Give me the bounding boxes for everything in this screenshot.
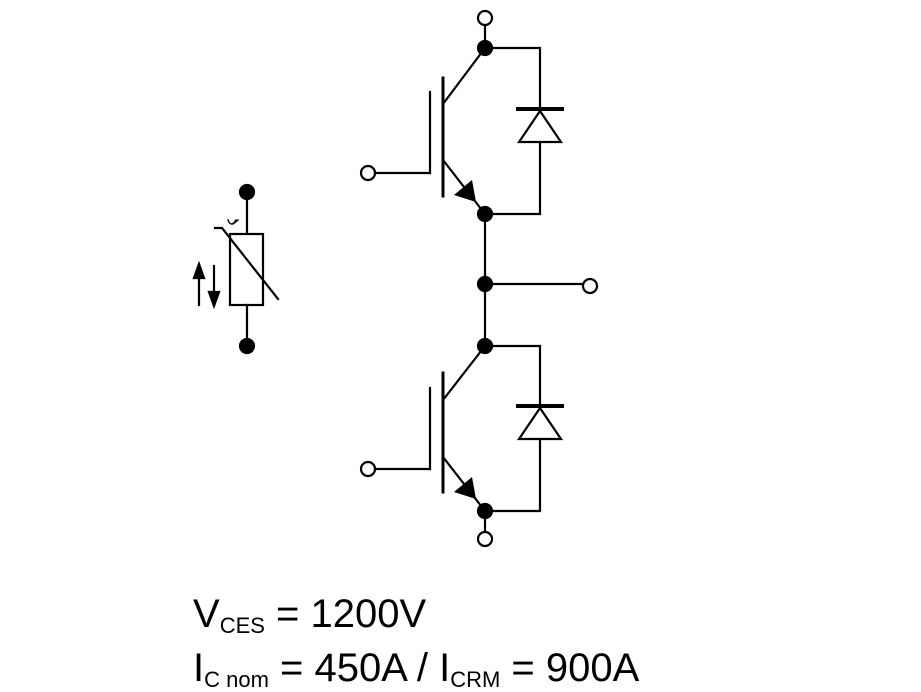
voltage-subscript: CES (219, 613, 265, 638)
voltage-equals: = (264, 592, 311, 636)
lower-emitter-arrow (454, 477, 476, 499)
thermistor-diagonal (213, 226, 280, 301)
upper-collector-line (441, 46, 487, 106)
current-symbol-nominal: I (193, 646, 205, 690)
lower-igbt (359, 337, 494, 520)
current-symbol-repetitive: I (439, 646, 451, 690)
lower-collector-line (441, 344, 487, 402)
current-value-nominal: 450A (314, 646, 406, 690)
voltage-value: 1200V (310, 592, 427, 636)
temperature-arrows-icon (192, 260, 221, 310)
current-equals-repetitive: = (500, 646, 546, 690)
thermistor-theta-symbol (227, 219, 239, 225)
center-node (476, 275, 494, 293)
main-bus (476, 9, 599, 548)
dc-plus-terminal (476, 9, 494, 27)
upper-diode-triangle (516, 109, 564, 144)
voltage-symbol: V (193, 592, 220, 636)
current-value-repetitive: 900A (545, 646, 640, 690)
lower-freewheel-diode (483, 344, 564, 513)
voltage-rating: VCES = 1200V (193, 592, 427, 637)
ac-output-terminal (581, 277, 599, 295)
lower-diode-triangle (516, 406, 564, 441)
thermistor-terminal-top (238, 183, 256, 201)
current-equals-nominal: = (268, 646, 315, 690)
lower-gate-terminal (359, 460, 377, 478)
current-separator: / (405, 646, 440, 690)
current-subscript-repetitive: CRM (450, 667, 501, 692)
ntc-thermistor (192, 183, 280, 355)
upper-freewheel-diode (483, 46, 564, 216)
thermistor-terminal-bottom (238, 337, 256, 355)
upper-igbt (359, 39, 494, 223)
dc-minus-terminal (476, 530, 494, 548)
current-subscript-nominal: C nom (204, 667, 269, 692)
upper-gate-terminal (359, 164, 377, 182)
upper-emitter-arrow (454, 180, 476, 202)
current-rating: IC nom = 450A / ICRM = 900A (193, 646, 640, 691)
